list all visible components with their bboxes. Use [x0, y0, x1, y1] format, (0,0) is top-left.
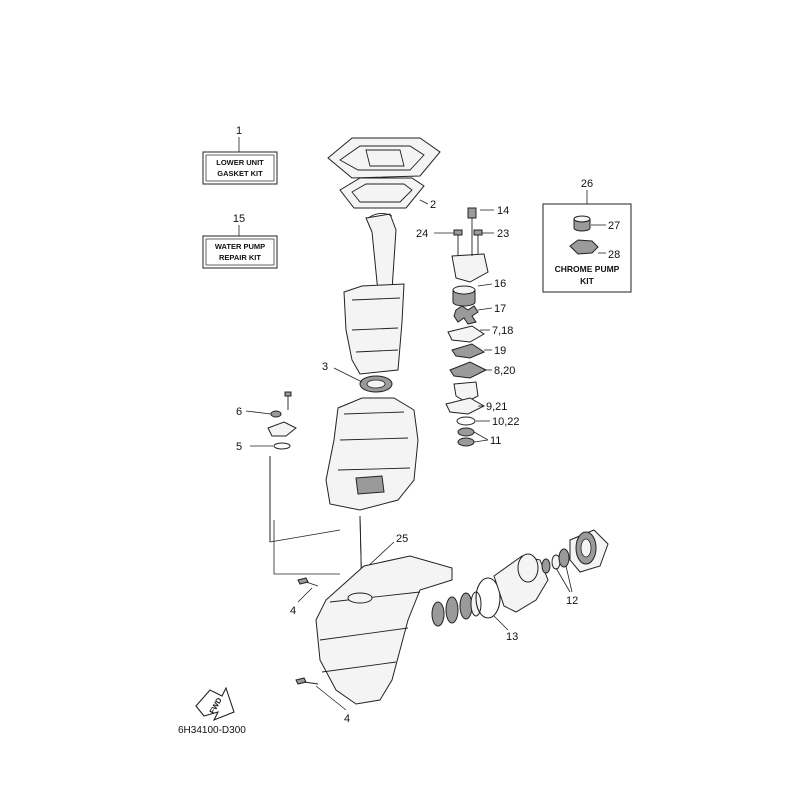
callout-4-upper: 4 [290, 605, 296, 617]
chrome-pump-kit-label-2: KIT [580, 276, 595, 286]
propeller-shaft-components: 13 12 [431, 529, 609, 643]
callout-10-22: 10,22 [492, 416, 520, 428]
callout-3: 3 [322, 361, 328, 373]
chrome-pump-kit-box: 26 27 28 CHROME PUMP KIT [542, 178, 632, 293]
water-pump-kit-label-1: WATER PUMP [215, 242, 265, 251]
callout-7-18: 7,18 [492, 325, 513, 337]
callout-11: 11 [490, 435, 501, 447]
callout-28: 28 [608, 249, 620, 261]
callout-1: 1 [236, 125, 242, 137]
water-pump-repair-kit-box: 15 WATER PUMP REPAIR KIT [202, 213, 278, 269]
diagram-code: 6H34100-D300 [178, 725, 246, 736]
callout-25: 25 [396, 533, 408, 545]
chrome-pump-kit-label-1: CHROME PUMP [555, 264, 620, 274]
callout-8-20: 8,20 [494, 365, 515, 377]
lower-unit-gasket-kit-box: 1 LOWER UNIT GASKET KIT [202, 125, 278, 185]
callout-27: 27 [608, 220, 620, 232]
callout-9-21: 9,21 [486, 401, 507, 413]
callout-2: 2 [430, 199, 436, 211]
callout-26: 26 [581, 178, 593, 190]
lower-unit-kit-label-1: LOWER UNIT [216, 158, 264, 167]
callout-16: 16 [494, 278, 506, 290]
callout-5: 5 [236, 441, 242, 453]
shift-rod-assembly: 6 5 [236, 391, 340, 575]
water-pump-kit-label-2: REPAIR KIT [219, 253, 261, 262]
callout-14: 14 [497, 205, 509, 217]
callout-6: 6 [236, 406, 242, 418]
callout-15: 15 [233, 213, 245, 225]
lower-unit-kit-label-2: GASKET KIT [217, 169, 263, 178]
lower-gear-case-drawing: 4 4 [290, 555, 453, 725]
callout-17: 17 [494, 303, 506, 315]
callout-4-lower: 4 [344, 713, 350, 725]
callout-13: 13 [506, 631, 518, 643]
callout-23: 23 [497, 228, 509, 240]
water-pump-stack: 14 24 23 16 17 7,18 19 8,20 [416, 205, 520, 447]
callout-24: 24 [416, 228, 428, 240]
fwd-arrow: FWD [195, 686, 235, 722]
callout-19: 19 [494, 345, 506, 357]
callout-12: 12 [566, 595, 578, 607]
driveshaft-housing-drawing: 2 3 [322, 137, 441, 511]
